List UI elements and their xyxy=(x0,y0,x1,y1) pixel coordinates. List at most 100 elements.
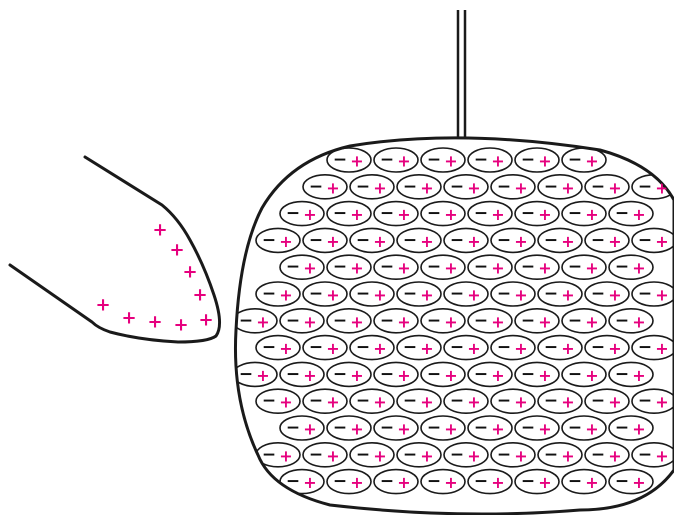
positive-end: + xyxy=(444,312,457,331)
positive-end: + xyxy=(350,259,363,278)
negative-end: − xyxy=(638,177,652,197)
negative-end: − xyxy=(380,311,394,331)
negative-end: − xyxy=(403,284,417,304)
positive-end: + xyxy=(467,339,480,358)
negative-end: − xyxy=(333,364,347,384)
negative-end: − xyxy=(615,418,629,438)
positive-end: + xyxy=(491,420,504,439)
negative-end: − xyxy=(544,338,558,358)
positive-end: + xyxy=(514,232,527,251)
positive-end: + xyxy=(326,446,339,465)
positive-end: + xyxy=(561,393,574,412)
positive-end: + xyxy=(491,152,504,171)
positive-end: + xyxy=(608,232,621,251)
negative-end: − xyxy=(568,257,582,277)
positive-end: + xyxy=(326,178,339,197)
negative-end: − xyxy=(450,338,464,358)
negative-end: − xyxy=(356,391,370,411)
negative-end: − xyxy=(497,230,511,250)
positive-end: + xyxy=(632,312,645,331)
negative-end: − xyxy=(591,284,605,304)
positive-end: + xyxy=(256,366,269,385)
negative-end: − xyxy=(497,284,511,304)
positive-end: + xyxy=(538,473,551,492)
positive-end: + xyxy=(632,259,645,278)
negative-end: − xyxy=(474,257,488,277)
negative-end: − xyxy=(333,150,347,170)
positive-end: + xyxy=(303,420,316,439)
negative-end: − xyxy=(544,284,558,304)
negative-end: − xyxy=(286,257,300,277)
positive-end: + xyxy=(538,152,551,171)
positive-end: + xyxy=(561,446,574,465)
positive-end: + xyxy=(585,473,598,492)
negative-end: − xyxy=(497,445,511,465)
positive-end: + xyxy=(655,393,668,412)
positive-end: + xyxy=(514,178,527,197)
positive-end: + xyxy=(397,312,410,331)
positive-end: + xyxy=(303,366,316,385)
positive-end: + xyxy=(373,232,386,251)
negative-end: − xyxy=(380,364,394,384)
positive-end: + xyxy=(608,393,621,412)
negative-end: − xyxy=(380,472,394,492)
finger-positive-charge: + xyxy=(169,240,184,261)
negative-end: − xyxy=(497,177,511,197)
negative-end: − xyxy=(309,445,323,465)
negative-end: − xyxy=(591,445,605,465)
positive-end: + xyxy=(491,312,504,331)
positive-end: + xyxy=(397,473,410,492)
negative-end: − xyxy=(544,391,558,411)
positive-end: + xyxy=(608,446,621,465)
positive-end: + xyxy=(632,366,645,385)
finger-charges: +++++++++ xyxy=(95,220,213,336)
negative-end: − xyxy=(262,284,276,304)
negative-end: − xyxy=(356,338,370,358)
positive-end: + xyxy=(397,259,410,278)
negative-end: − xyxy=(427,364,441,384)
negative-end: − xyxy=(497,338,511,358)
negative-end: − xyxy=(568,311,582,331)
positive-end: + xyxy=(467,446,480,465)
negative-end: − xyxy=(615,472,629,492)
negative-end: − xyxy=(638,391,652,411)
positive-end: + xyxy=(303,205,316,224)
negative-end: − xyxy=(286,311,300,331)
negative-end: − xyxy=(286,204,300,224)
negative-end: − xyxy=(309,284,323,304)
positive-end: + xyxy=(444,205,457,224)
negative-end: − xyxy=(474,472,488,492)
negative-end: − xyxy=(544,177,558,197)
positive-end: + xyxy=(491,473,504,492)
positive-end: + xyxy=(350,473,363,492)
negative-end: − xyxy=(380,418,394,438)
negative-end: − xyxy=(615,311,629,331)
positive-end: + xyxy=(585,152,598,171)
finger-positive-charge: + xyxy=(198,310,213,331)
positive-end: + xyxy=(655,286,668,305)
finger-positive-charge: + xyxy=(182,262,197,283)
negative-end: − xyxy=(309,230,323,250)
negative-end: − xyxy=(356,230,370,250)
negative-end: − xyxy=(427,257,441,277)
positive-end: + xyxy=(373,286,386,305)
negative-end: − xyxy=(591,230,605,250)
negative-end: − xyxy=(568,472,582,492)
positive-end: + xyxy=(444,473,457,492)
negative-end: − xyxy=(568,418,582,438)
negative-end: − xyxy=(638,338,652,358)
positive-end: + xyxy=(397,152,410,171)
positive-end: + xyxy=(561,339,574,358)
negative-end: − xyxy=(497,391,511,411)
negative-end: − xyxy=(380,257,394,277)
negative-end: − xyxy=(356,177,370,197)
positive-end: + xyxy=(491,366,504,385)
positive-end: + xyxy=(467,232,480,251)
positive-end: + xyxy=(632,473,645,492)
positive-end: + xyxy=(561,286,574,305)
positive-end: + xyxy=(538,366,551,385)
positive-end: + xyxy=(608,339,621,358)
positive-end: + xyxy=(538,312,551,331)
positive-end: + xyxy=(350,152,363,171)
